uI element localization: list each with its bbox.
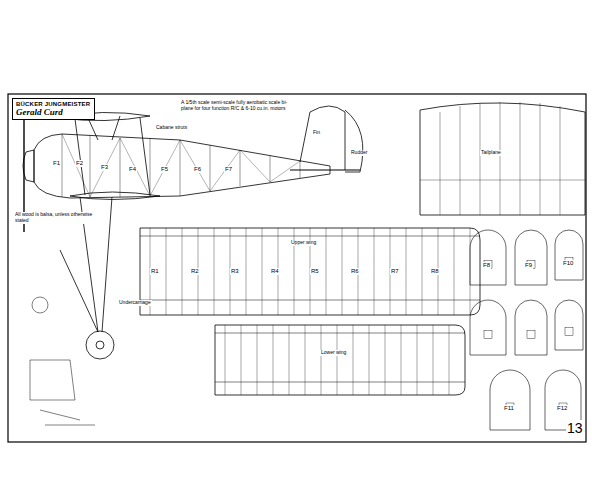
rib — [449, 325, 450, 395]
former — [470, 230, 506, 285]
rib — [214, 228, 215, 315]
rib — [337, 325, 338, 395]
rib — [417, 325, 418, 395]
rib — [305, 325, 306, 395]
former — [555, 300, 583, 350]
wheel — [86, 331, 114, 359]
former — [515, 230, 547, 285]
part-label: F7 — [224, 166, 233, 173]
rib — [374, 228, 375, 315]
part-label: F9 — [524, 262, 533, 269]
part-label: F1 — [52, 160, 61, 167]
title-text: Gerald Curd — [16, 107, 91, 117]
wing-plan-upper — [140, 228, 480, 315]
part-label: R7 — [390, 268, 400, 275]
part-label: F4 — [128, 166, 137, 173]
rib — [422, 228, 423, 315]
former-cutout — [527, 330, 535, 338]
former — [470, 300, 506, 355]
spinner — [23, 150, 34, 182]
part-label: Tailplane — [480, 150, 502, 156]
fin — [300, 106, 345, 170]
part-label: R3 — [230, 268, 240, 275]
former — [515, 300, 547, 355]
part-label: Undercarriage — [118, 300, 152, 306]
rib — [385, 325, 386, 395]
part-label: Upper wing — [290, 240, 317, 246]
tailplane-plan — [420, 103, 585, 215]
part-label: Lower wing — [320, 350, 347, 356]
tailplane-side — [290, 169, 360, 170]
rib — [353, 325, 354, 395]
rib — [289, 325, 290, 395]
part-label: Cabane struts — [155, 125, 188, 131]
former — [555, 230, 583, 280]
former-cutout — [484, 330, 492, 338]
bracing — [62, 134, 300, 197]
rib — [454, 228, 455, 315]
part-label: F6 — [193, 166, 202, 173]
part-label: F3 — [100, 164, 109, 171]
part-label: R8 — [430, 268, 440, 275]
part-label: F8 — [482, 262, 491, 269]
rib — [342, 228, 343, 315]
part-label: Rudder — [350, 150, 368, 156]
former-cutout — [565, 328, 573, 336]
part-label: R2 — [190, 268, 200, 275]
part-label: R6 — [350, 268, 360, 275]
rib — [273, 325, 274, 395]
part-label: F2 — [75, 160, 84, 167]
title-block: BÜCKER JUNGMEISTERGerald Curd — [12, 98, 95, 120]
rib — [369, 325, 370, 395]
part-label: F5 — [160, 166, 169, 173]
rib — [321, 325, 322, 395]
part-label: Fin — [312, 130, 321, 136]
sheet-number: 13 — [566, 420, 584, 436]
former — [490, 370, 530, 430]
note-text: A 1/5th scale semi-scale fully aerobatic… — [180, 100, 292, 112]
note-text: All wood is balsa, unless otherwise stat… — [14, 212, 96, 224]
wing-plan-lower — [215, 325, 465, 395]
rib — [246, 228, 247, 315]
rib — [326, 228, 327, 315]
rib — [401, 325, 402, 395]
rib — [257, 325, 258, 395]
formers — [62, 134, 300, 197]
part-label: F12 — [556, 405, 568, 412]
rib — [225, 325, 226, 395]
rib — [433, 325, 434, 395]
part-label: F11 — [503, 405, 515, 412]
part-label: R5 — [310, 268, 320, 275]
hub — [96, 341, 104, 349]
rudder — [345, 110, 363, 172]
gear-details — [30, 360, 95, 425]
rib — [406, 228, 407, 315]
part-label: R4 — [270, 268, 280, 275]
part-label: R1 — [150, 268, 160, 275]
part-label: F10 — [562, 260, 574, 267]
struts — [75, 116, 150, 195]
rib — [182, 228, 183, 315]
gear-detail — [32, 297, 48, 313]
rib — [166, 228, 167, 315]
lower-wing-section — [70, 192, 160, 200]
rib — [262, 228, 263, 315]
rib — [241, 325, 242, 395]
sheet-border — [8, 94, 586, 442]
tailplane-ribs — [420, 102, 585, 215]
title-text: BÜCKER JUNGMEISTER — [16, 101, 91, 107]
